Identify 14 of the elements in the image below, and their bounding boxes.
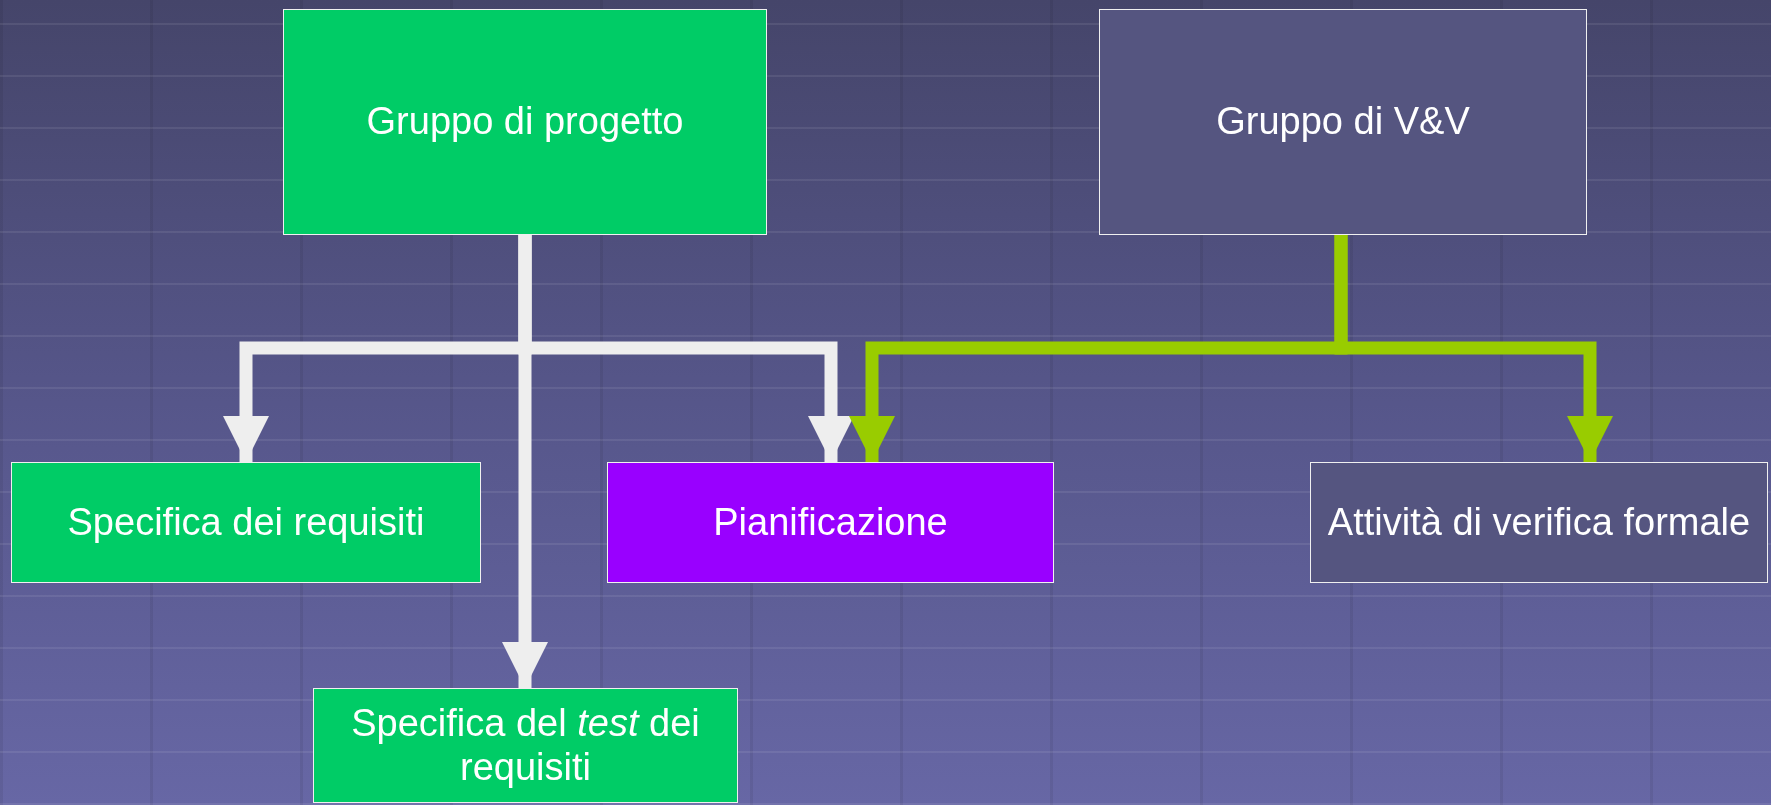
box-label: Specifica del test dei requisiti — [350, 701, 701, 790]
process-box — [1099, 9, 1587, 235]
arrow — [1334, 235, 1613, 462]
arrow — [502, 235, 548, 688]
box-label: Specifica dei requisiti — [67, 500, 425, 545]
box-label: Pianificazione — [713, 500, 948, 545]
process-box — [1310, 462, 1768, 583]
box-label: Attività di verifica formale — [1327, 500, 1751, 545]
box-label: Gruppo di V&V — [1216, 100, 1470, 144]
process-box — [313, 688, 738, 803]
process-box — [11, 462, 481, 583]
process-box — [283, 9, 767, 235]
process-box — [607, 462, 1054, 583]
box-label: Gruppo di progetto — [366, 100, 684, 144]
